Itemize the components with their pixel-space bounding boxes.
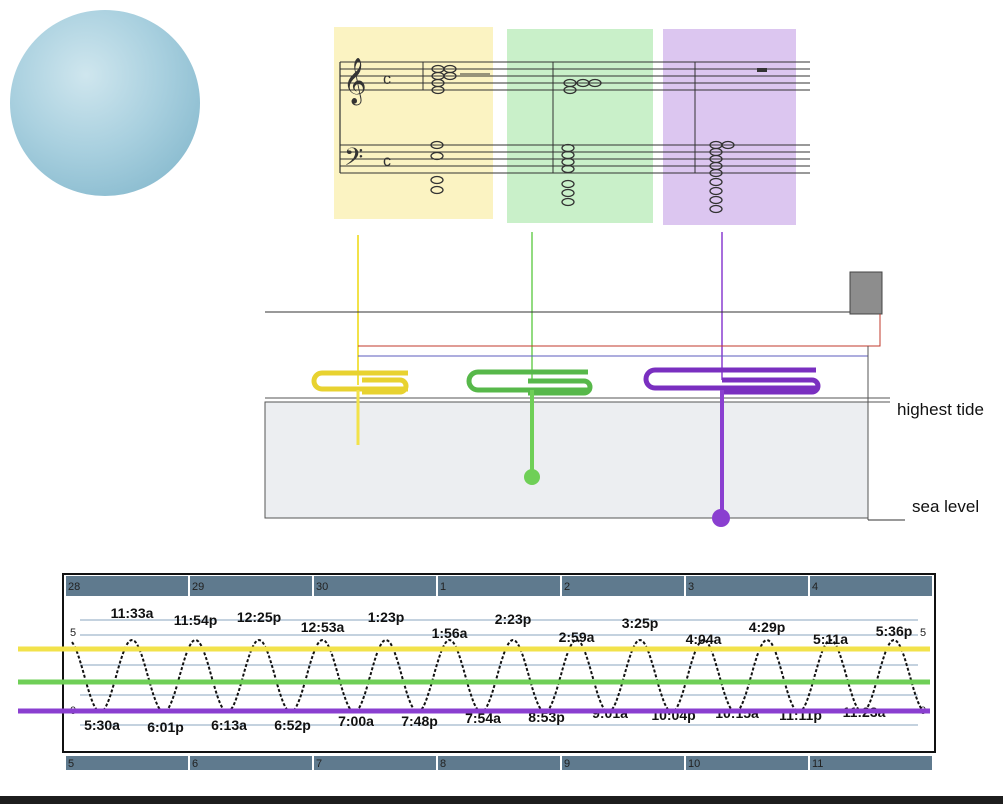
low-tide-label: 6:52p <box>274 717 311 733</box>
purple-float <box>712 509 730 527</box>
date-top: 30 <box>316 581 328 593</box>
time-signature-bass: c <box>383 153 391 170</box>
high-tide-label: 2:59a <box>559 629 595 645</box>
treble-staff <box>340 61 810 91</box>
axis-left-top: 5 <box>70 627 76 639</box>
date-bottom: 5 <box>68 758 74 770</box>
date-cell-top <box>438 576 560 596</box>
high-tide-label: 5:36p <box>876 623 913 639</box>
low-tide-label: 7:00a <box>338 713 374 729</box>
chord-purple-notes <box>709 140 735 214</box>
low-tide-label: 6:13a <box>211 717 247 733</box>
date-top: 28 <box>68 581 80 593</box>
date-cell-bottom <box>686 756 808 770</box>
date-cell-bottom <box>438 756 560 770</box>
time-signature-treble: c <box>383 71 391 88</box>
green-float <box>524 469 540 485</box>
high-tide-label: 12:25p <box>237 609 281 625</box>
high-tide-label: 3:25p <box>622 615 659 631</box>
high-tide-label: 12:53a <box>301 619 345 635</box>
date-cell-bottom <box>190 756 312 770</box>
high-tide-labels: 11:33a 11:54p 12:25p 12:53a 1:23p 1:56a 2:23p 2… <box>111 605 913 647</box>
date-cell-bottom <box>810 756 932 770</box>
date-cell-top <box>190 576 312 596</box>
date-cell-top <box>66 576 188 596</box>
high-tide-label: 4:04a <box>686 631 722 647</box>
date-bottom: 10 <box>688 758 700 770</box>
date-cell-bottom <box>66 756 188 770</box>
score-and-apparatus: 𝄞 𝄢 c c <box>264 58 905 527</box>
date-bottom: 11 <box>812 758 823 770</box>
moon-image <box>10 10 200 196</box>
bass-clef-icon: 𝄢 <box>344 144 363 177</box>
date-top: 1 <box>440 581 446 593</box>
sea-level-label: sea level <box>912 497 980 516</box>
calendar-header-top: 28 29 30 1 2 3 4 <box>66 576 932 596</box>
pipe-yellow <box>311 370 409 395</box>
date-bottom: 6 <box>192 758 198 770</box>
bottom-border <box>0 796 1003 804</box>
chord-panel-yellow <box>334 27 493 219</box>
chord-yellow-notes <box>430 64 457 195</box>
date-cell-bottom <box>314 756 436 770</box>
date-cell-top <box>314 576 436 596</box>
high-tide-label: 11:54p <box>174 612 218 628</box>
date-cell-bottom <box>562 756 684 770</box>
axis-right-top: 5 <box>920 627 926 639</box>
date-top: 29 <box>192 581 204 593</box>
date-cell-top <box>562 576 684 596</box>
whole-rest <box>757 68 767 72</box>
date-top: 2 <box>564 581 570 593</box>
low-tide-label: 5:30a <box>84 717 120 733</box>
date-top: 4 <box>812 581 818 593</box>
high-tide-label: 4:29p <box>749 619 786 635</box>
chord-green-notes <box>561 78 602 207</box>
treble-clef-icon: 𝄞 <box>343 58 367 106</box>
highest-tide-label: highest tide <box>897 400 984 419</box>
high-tide-label: 11:33a <box>111 605 154 621</box>
bass-staff <box>340 144 810 174</box>
high-tide-label: 2:23p <box>495 611 532 627</box>
date-top: 3 <box>688 581 694 593</box>
date-bottom: 9 <box>564 758 570 770</box>
calendar-header-bottom: 5 6 7 8 9 10 11 <box>66 756 932 770</box>
high-tide-label: 1:56a <box>432 625 468 641</box>
high-tide-label: 1:23p <box>368 609 405 625</box>
date-cell-top <box>810 576 932 596</box>
pipe-green <box>466 369 593 396</box>
low-tide-label: 6:01p <box>147 719 184 735</box>
date-bottom: 8 <box>440 758 446 770</box>
low-tide-label: 7:54a <box>465 710 501 726</box>
tide-curve <box>71 638 926 714</box>
chord-panel-green <box>507 29 653 223</box>
water-body <box>264 401 869 519</box>
low-tide-label: 7:48p <box>401 713 438 729</box>
date-bottom: 7 <box>316 758 322 770</box>
pipe-purple <box>643 367 821 395</box>
date-cell-top <box>686 576 808 596</box>
high-tide-label: 5:11a <box>813 631 848 647</box>
control-box <box>849 271 883 315</box>
